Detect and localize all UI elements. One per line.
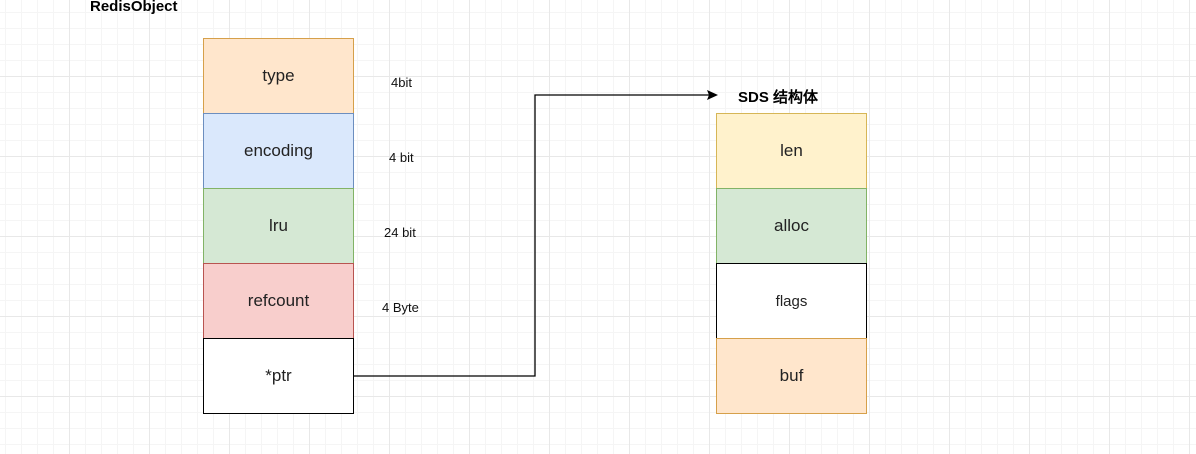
field-refcount: refcount	[203, 263, 354, 339]
sds-title: SDS 结构体	[738, 89, 819, 106]
sds-field-len: len	[716, 113, 867, 189]
redis-object-title: RedisObject	[90, 0, 178, 15]
ptr-arrow-line	[354, 94, 710, 377]
field-ptr: *ptr	[203, 338, 354, 414]
sds-field-buf: buf	[716, 338, 867, 414]
arrowhead-icon	[707, 90, 718, 100]
size-label-type: 4bit	[391, 75, 412, 90]
sds-field-alloc: alloc	[716, 188, 867, 264]
sds-field-flags: flags	[716, 263, 867, 339]
size-label-lru: 24 bit	[384, 225, 416, 240]
size-label-encoding: 4 bit	[389, 150, 414, 165]
field-encoding: encoding	[203, 113, 354, 189]
size-label-refcount: 4 Byte	[382, 300, 419, 315]
